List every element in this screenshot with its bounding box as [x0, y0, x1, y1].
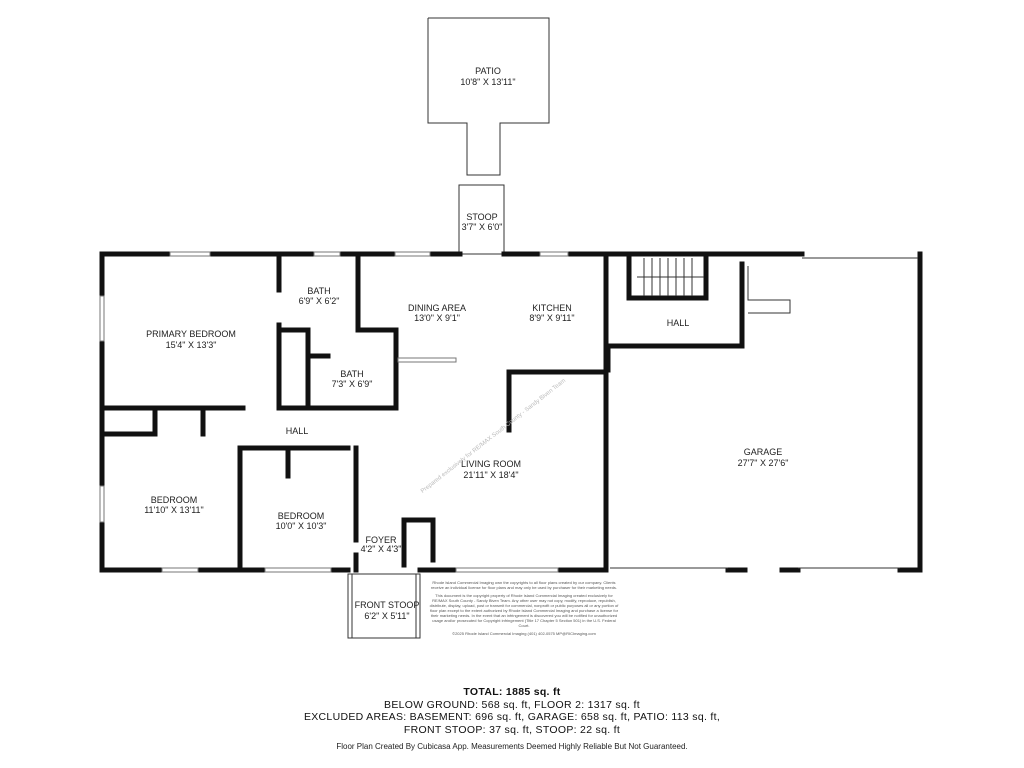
dining-label: DINING AREA — [408, 303, 466, 313]
primary-bedroom-label: PRIMARY BEDROOM — [146, 329, 236, 339]
patio-label: PATIO — [475, 66, 501, 76]
interior-walls — [99, 251, 923, 573]
living-room-label: LIVING ROOM — [461, 459, 521, 469]
living-room-dim: 21'11" X 18'4" — [463, 470, 518, 480]
totals-line4: FRONT STOOP: 37 sq. ft, STOOP: 22 sq. ft — [403, 723, 621, 736]
patio — [427, 17, 550, 176]
bath-upper-label: BATH — [307, 286, 330, 296]
stoop — [458, 184, 505, 255]
totals-line2: BELOW GROUND: 568 sq. ft, FLOOR 2: 1317 … — [384, 698, 640, 711]
bath-lower-label: BATH — [340, 369, 363, 379]
garage-opening — [610, 257, 918, 569]
foyer-label: FOYER — [365, 535, 397, 545]
stairs — [637, 258, 791, 314]
total-area: TOTAL: 1885 sq. ft — [463, 686, 561, 698]
copyright-p3: ©2025 Rhode Island Commercial Imaging (4… — [452, 631, 596, 636]
bedroom-left-dim: 11'10" X 13'11" — [144, 505, 204, 515]
dining-dim: 13'0" X 9'1" — [414, 313, 460, 323]
bath-lower-dim: 7'3" X 6'9" — [332, 379, 373, 389]
bath-upper-dim: 6'9" X 6'2" — [299, 296, 340, 306]
primary-bedroom-dim: 15'4" X 13'3" — [166, 340, 217, 350]
garage-dim: 27'7" X 27'6" — [738, 458, 789, 468]
stoop-dim: 3'7" X 6'0" — [462, 222, 503, 232]
front-stoop-dim: 6'2" X 5'11" — [364, 611, 409, 621]
copyright-p2: This document is the copyright property … — [429, 593, 619, 628]
bedroom-mid-dim: 10'0" X 10'3" — [276, 521, 327, 531]
totals-line3: EXCLUDED AREAS: BASEMENT: 696 sq. ft, GA… — [303, 711, 721, 723]
dining-partition — [397, 357, 457, 363]
patio-dim: 10'8" X 13'11" — [460, 77, 515, 87]
hall-right-label: HALL — [667, 318, 690, 328]
bedroom-mid-label: BEDROOM — [278, 511, 325, 521]
stoop-label: STOOP — [466, 212, 497, 222]
copyright-notice: Rhode Island Commercial Imaging own the … — [428, 580, 620, 639]
hall-left-label: HALL — [286, 426, 309, 436]
foyer-dim: 4'2" X 4'3" — [361, 544, 402, 554]
bedroom-left-label: BEDROOM — [151, 495, 198, 505]
copyright-p1: Rhode Island Commercial Imaging own the … — [430, 580, 618, 590]
front-stoop — [347, 573, 421, 639]
kitchen-label: KITCHEN — [532, 303, 572, 313]
area-totals: TOTAL: 1885 sq. ft BELOW GROUND: 568 sq.… — [0, 686, 1024, 736]
exterior-walls — [99, 251, 805, 573]
garage-label: GARAGE — [744, 447, 783, 457]
kitchen-dim: 8'9" X 9'11" — [529, 313, 574, 323]
front-stoop-label: FRONT STOOP — [355, 600, 420, 610]
disclaimer: Floor Plan Created By Cubicasa App. Meas… — [336, 742, 688, 751]
